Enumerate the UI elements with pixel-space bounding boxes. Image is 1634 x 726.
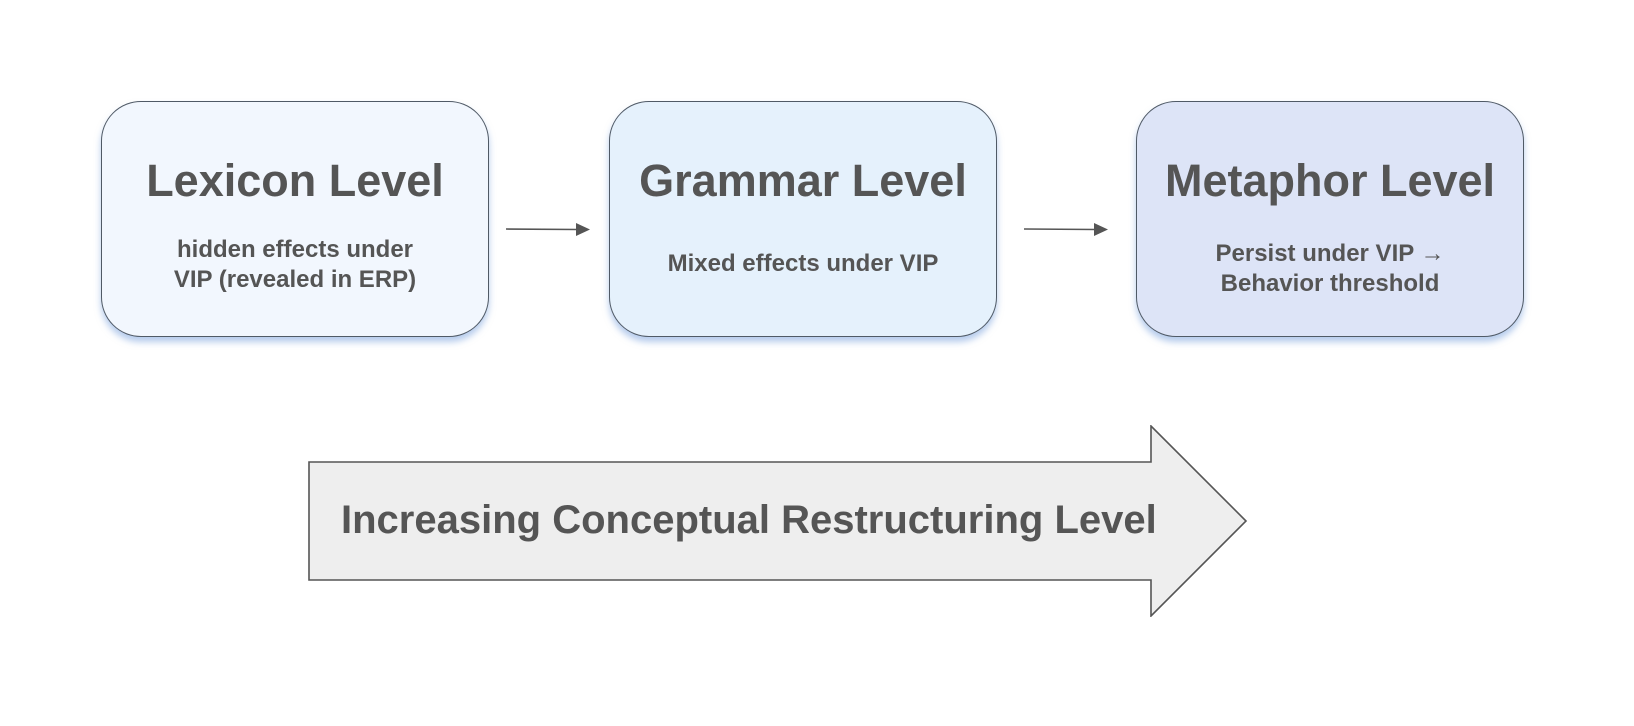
grammar-level-box: Grammar Level Mixed effects under VIP — [609, 101, 997, 337]
grammar-level-description-line: Mixed effects under VIP — [667, 250, 939, 277]
progress-arrow-icon — [308, 425, 1248, 617]
metaphor-level-box: Metaphor Level Persist under VIP → Behav… — [1136, 101, 1524, 337]
metaphor-level-title: Metaphor Level — [1164, 155, 1496, 206]
grammar-level-title: Grammar Level — [639, 155, 967, 206]
connector-arrow-icon — [1024, 223, 1108, 236]
metaphor-level-description: Persist under VIP → Behavior threshold — [1137, 239, 1523, 299]
connector-arrow-icon — [506, 223, 590, 236]
lexicon-level-description-line: hidden effects under — [176, 236, 414, 263]
lexicon-level-box: Lexicon Level hidden effects under VIP (… — [101, 101, 489, 337]
lexicon-level-title: Lexicon Level — [146, 155, 444, 206]
metaphor-level-description-line: Behavior threshold — [1220, 270, 1440, 297]
lexicon-level-description: hidden effects under VIP (revealed in ER… — [102, 235, 488, 295]
grammar-level-description: Mixed effects under VIP — [610, 249, 996, 279]
progress-label: Increasing Conceptual Restructuring Leve… — [341, 498, 1157, 542]
metaphor-level-description-line: Persist under VIP → — [1215, 240, 1445, 267]
lexicon-level-description-line: VIP (revealed in ERP) — [173, 266, 417, 293]
